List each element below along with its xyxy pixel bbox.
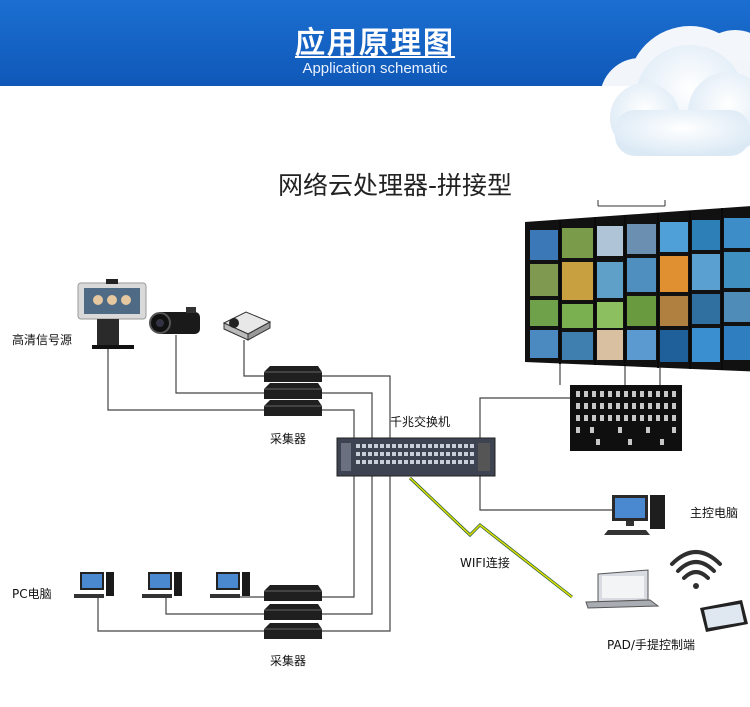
gigabit-switch-icon	[336, 437, 496, 477]
wifi-connection-label: WIFI连接	[460, 556, 510, 570]
hd-signal-source-label: 高清信号源	[12, 333, 73, 347]
wifi-icon	[670, 550, 722, 589]
pc-computer-label: PC电脑	[12, 587, 52, 601]
diagram-title: 网络云处理器-拼接型	[277, 171, 513, 200]
collector-stack-bottom	[264, 585, 322, 639]
collector-bottom-label: 采集器	[270, 654, 307, 668]
pad-handheld-control-label: PAD/手提控制端	[607, 638, 695, 652]
gigabit-switch-label: 千兆交换机	[390, 415, 451, 429]
cloud-processor-icon	[570, 385, 682, 451]
video-wall-icon	[525, 200, 750, 372]
title-underline	[295, 56, 455, 58]
cloud-icon	[610, 45, 750, 156]
collector-stack-top	[264, 366, 322, 416]
laptop-icon	[585, 569, 660, 609]
page-subtitle: Application schematic	[302, 60, 448, 77]
video-conference-terminal-icon	[77, 279, 147, 349]
connection-lines	[97, 335, 661, 632]
pc-computer-icon	[210, 572, 250, 598]
main-control-pc-icon	[604, 495, 665, 535]
wifi-link-line	[408, 476, 573, 599]
main-control-pc-label: 主控电脑	[690, 506, 739, 520]
camcorder-icon	[149, 307, 200, 334]
collector-top-label: 采集器	[270, 432, 307, 446]
pc-computer-icon	[142, 572, 182, 598]
tablet-icon	[700, 600, 748, 632]
pc-computer-icon	[74, 572, 114, 598]
projector-icon	[222, 311, 272, 341]
page-title: 应用原理图	[295, 26, 455, 61]
wifi-link-highlight	[409, 477, 573, 598]
